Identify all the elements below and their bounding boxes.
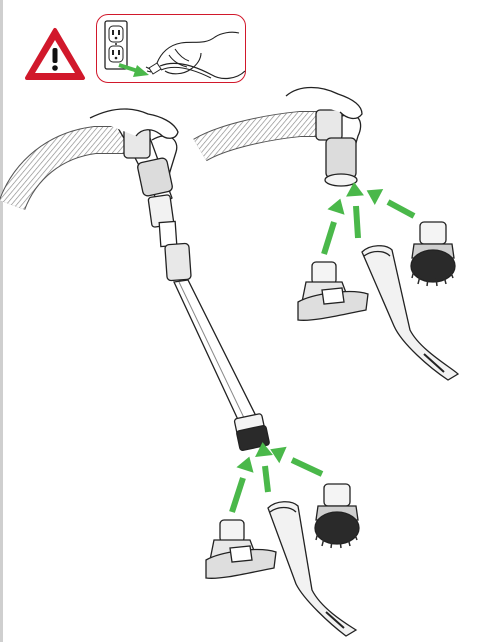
green-arrow-icon xyxy=(229,453,258,513)
crevice-tool-icon xyxy=(267,501,358,637)
green-arrow-icon xyxy=(321,195,349,255)
green-arrow-icon xyxy=(266,441,324,477)
dusting-brush-icon xyxy=(410,221,456,287)
hand-illustration xyxy=(89,108,179,139)
upholstery-tool-icon xyxy=(205,519,277,579)
warning-exclamation-icon xyxy=(25,28,85,80)
hose-handle xyxy=(315,109,362,187)
flexible-hose xyxy=(0,126,130,211)
page-edge-rule xyxy=(0,0,3,642)
attach-arrows xyxy=(321,181,416,255)
green-arrow-icon xyxy=(253,441,273,493)
unplug-outlet-icon xyxy=(104,20,246,80)
unplug-instruction-panel xyxy=(96,14,246,83)
green-arrow-icon xyxy=(345,181,364,239)
green-arrow-icon xyxy=(362,182,416,219)
handle-configuration xyxy=(193,86,460,381)
extension-wand xyxy=(158,220,270,451)
hose-handle xyxy=(116,126,178,228)
attach-arrows xyxy=(229,441,324,513)
crevice-tool-icon xyxy=(361,245,460,381)
wand-configuration xyxy=(0,108,360,637)
flexible-hose xyxy=(193,111,326,162)
hand-illustration xyxy=(285,86,363,120)
upholstery-tool-icon xyxy=(297,261,369,321)
dusting-brush-icon xyxy=(314,483,360,549)
